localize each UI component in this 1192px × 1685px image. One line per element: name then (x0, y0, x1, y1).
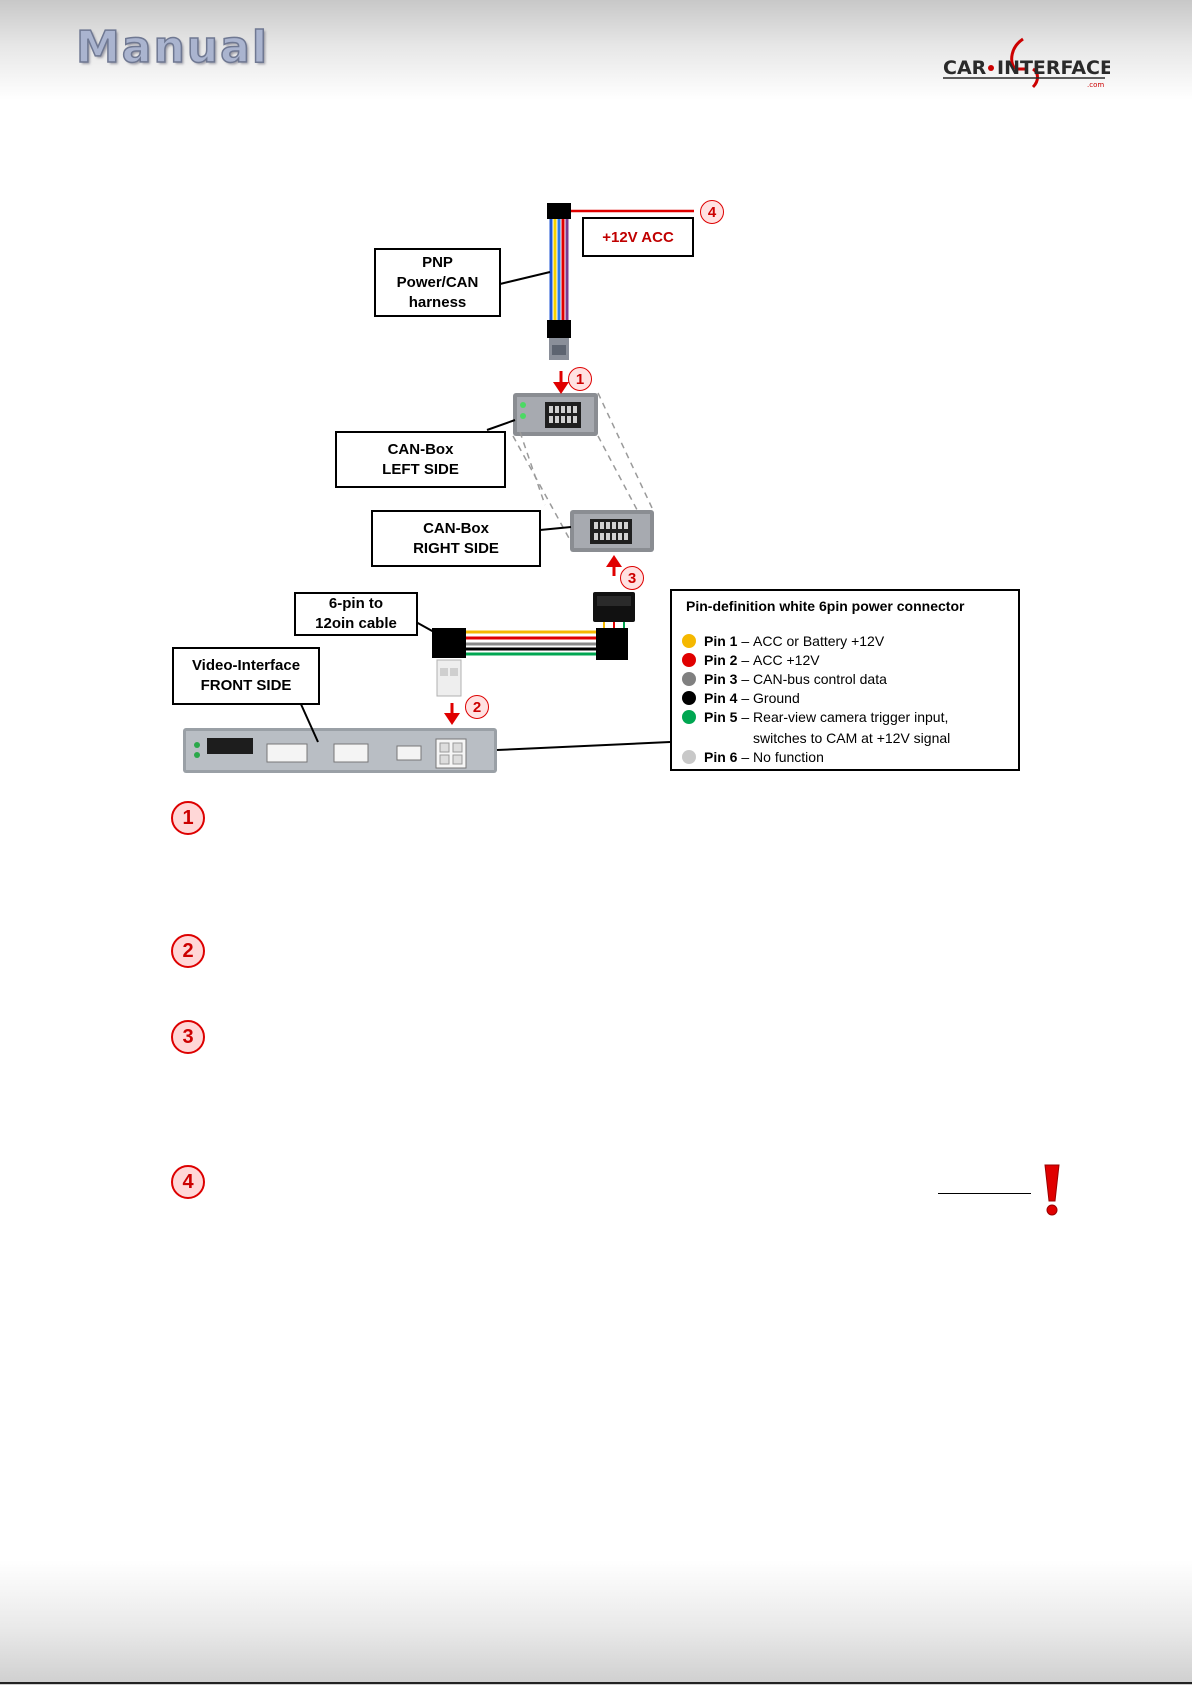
step-1-badge: 1 (171, 801, 205, 835)
pin-definition-box: Pin-definition white 6pin power connecto… (670, 589, 1020, 771)
six-pin-cable-label: 6-pin to 12oin cable (294, 592, 418, 636)
video-interface-image (183, 701, 671, 773)
pin-row-3: Pin 3 – CAN-bus control data (682, 670, 887, 688)
car-interface-logo: CAR INTERFACE .com (943, 37, 1110, 89)
pin-row-1: Pin 1 – ACC or Battery +12V (682, 632, 884, 650)
canbox-left-image (486, 393, 598, 436)
svg-text:INTERFACE: INTERFACE (997, 57, 1110, 79)
pnp-harness-label: PNP Power/CAN harness (374, 248, 501, 317)
footer-rule (0, 1682, 1192, 1684)
page-footer (0, 1560, 1192, 1685)
pin-row-6: Pin 6 – No function (682, 748, 824, 766)
wiring-diagram (183, 203, 694, 773)
pin-2-color-dot (682, 653, 696, 667)
pin-3-color-dot (682, 672, 696, 686)
svg-text:CAR: CAR (943, 57, 987, 79)
pnp-harness-wires (499, 203, 694, 360)
six-pin-cable (397, 611, 628, 697)
pin-4-color-dot (682, 691, 696, 705)
pin-row-4: Pin 4 – Ground (682, 689, 800, 707)
pin-definition-title: Pin-definition white 6pin power connecto… (686, 598, 965, 614)
pin-1-color-dot (682, 634, 696, 648)
canbox-left-label: CAN-Box LEFT SIDE (335, 431, 506, 488)
pin-row-5: Pin 5 – Rear-view camera trigger input, (682, 708, 948, 726)
step-4-badge: 4 (171, 1165, 205, 1199)
diagram-marker-2: 2 (465, 695, 489, 719)
manual-title: Manual (75, 21, 269, 74)
pin-6-color-dot (682, 750, 696, 764)
pin-row-2: Pin 2 – ACC +12V (682, 651, 820, 669)
canbox-right-image (539, 510, 654, 552)
svg-text:.com: .com (1087, 81, 1104, 89)
video-interface-label: Video-Interface FRONT SIDE (172, 647, 320, 705)
step-2-badge: 2 (171, 934, 205, 968)
step-3-badge: 3 (171, 1020, 205, 1054)
page-header (0, 0, 1192, 100)
diagram-marker-3: 3 (620, 566, 644, 590)
twelve-pin-connector (593, 592, 635, 632)
underline-mark (938, 1193, 1031, 1194)
pin-5-continuation: switches to CAM at +12V signal (753, 730, 951, 746)
pin-5-color-dot (682, 710, 696, 724)
diagram-marker-4: 4 (700, 200, 724, 224)
arrows (444, 371, 622, 725)
canbox-right-label: CAN-Box RIGHT SIDE (371, 510, 541, 567)
warning-exclamation-icon (1044, 1164, 1060, 1216)
acc-12v-label: +12V ACC (582, 217, 694, 257)
diagram-marker-1: 1 (568, 367, 592, 391)
